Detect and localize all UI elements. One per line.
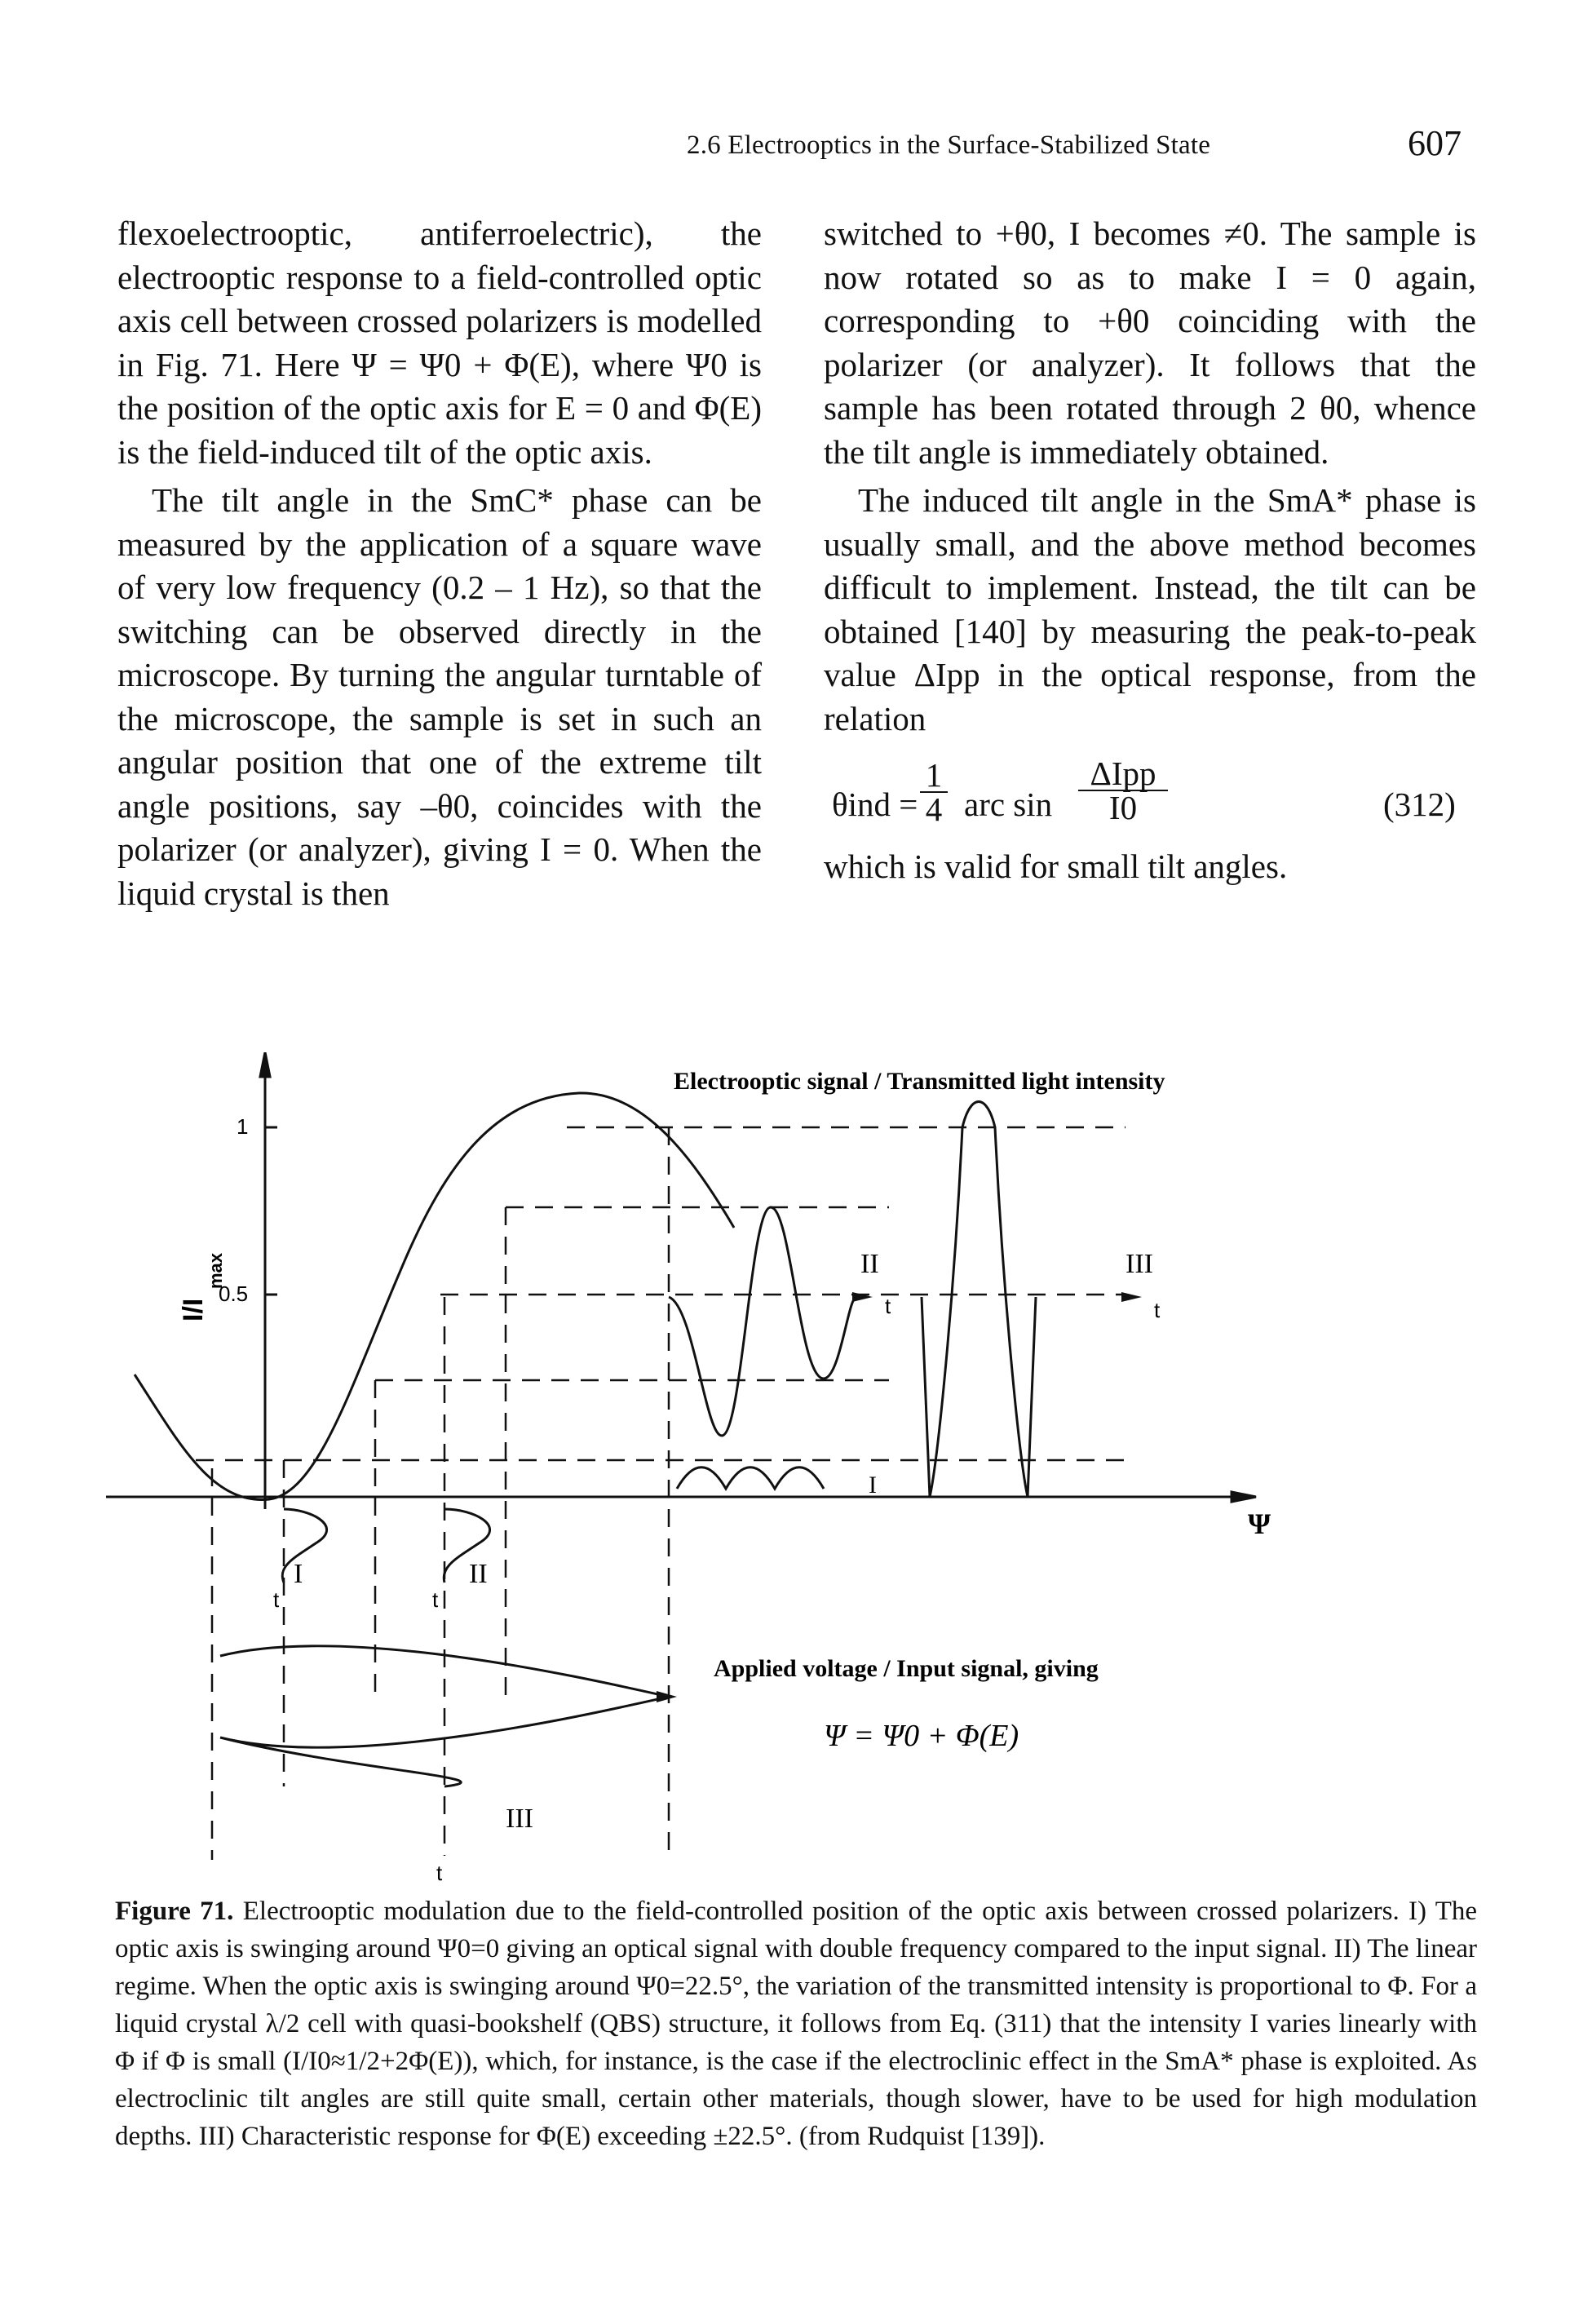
figure-caption: Figure 71. Electrooptic modulation due t… xyxy=(115,1892,1477,2155)
right-paragraph-1: switched to +θ0, I becomes ≠0. The sampl… xyxy=(824,215,1476,471)
left-column: flexoelectrooptic, antiferroelectric), t… xyxy=(117,212,762,915)
y-tick-1-label: 1 xyxy=(237,1114,248,1139)
equation-312: θind = 1 4 arc sin ΔIpp I0 (312) xyxy=(824,741,1476,845)
output-signal-III xyxy=(920,1100,1037,1498)
x-axis-symbol: Ψ xyxy=(1248,1507,1271,1540)
output-signal-I xyxy=(675,1466,825,1492)
region-label-I-output: I xyxy=(869,1472,877,1498)
input-signal-I xyxy=(281,1507,328,1583)
running-head: 2.6 Electrooptics in the Surface-Stabili… xyxy=(687,131,1211,160)
fraction-delta-i: ΔIpp I0 xyxy=(1078,755,1168,825)
fraction-denominator: I0 xyxy=(1078,790,1168,825)
region-label-II: II xyxy=(860,1249,879,1279)
input-signal-II xyxy=(442,1507,491,1583)
output-signal-II xyxy=(668,1206,858,1437)
y-axis-label: I/I xyxy=(178,1299,209,1321)
time-label-III: t xyxy=(1154,1298,1161,1322)
top-label: Electrooptic signal / Transmitted light … xyxy=(674,1068,1165,1095)
fraction-numerator: ΔIpp xyxy=(1090,755,1156,792)
y-tick-05-label: 0.5 xyxy=(219,1282,248,1306)
right-paragraph-3: which is valid for small tilt angles. xyxy=(824,848,1288,885)
formula-label: Ψ = Ψ0 + Φ(E) xyxy=(824,1719,1019,1753)
region-label-III-input: III xyxy=(506,1804,533,1834)
arcsin-text: arc sin xyxy=(964,786,1053,823)
fraction-denominator: 4 xyxy=(920,791,948,826)
page-number: 607 xyxy=(1408,123,1462,163)
region-label-II-input: II xyxy=(469,1559,488,1589)
region-label-III: III xyxy=(1125,1249,1153,1279)
x-axis-arrow xyxy=(1230,1490,1257,1503)
fraction-one-quarter: 1 4 xyxy=(920,759,948,826)
left-paragraph-1: flexoelectrooptic, antiferroelectric), t… xyxy=(117,215,762,471)
right-paragraph-2: The induced tilt angle in the SmA* phase… xyxy=(824,481,1476,737)
fraction-numerator: 1 xyxy=(925,756,943,794)
y-axis-arrow xyxy=(259,1052,272,1078)
applied-voltage-label: Applied voltage / Input signal, giving xyxy=(714,1655,1099,1682)
y-axis-label-sub: max xyxy=(206,1252,226,1289)
caption-label: Figure 71. xyxy=(115,1897,234,1926)
time-label-I: t xyxy=(273,1587,280,1612)
time-label-II: t xyxy=(885,1294,891,1318)
figure-71-diagram: 1 0.5 I/I max Electrooptic signal / Tran… xyxy=(106,1052,1271,1884)
region-label-I: I xyxy=(294,1559,303,1589)
caption-text: Electrooptic modulation due to the field… xyxy=(115,1897,1478,2151)
page-header: 2.6 Electrooptics in the Surface-Stabili… xyxy=(0,122,1592,171)
equation-number: (312) xyxy=(1383,786,1456,823)
equation-lhs: θind = xyxy=(832,786,918,823)
input-signal-III xyxy=(219,1645,670,1788)
right-column: switched to +θ0, I becomes ≠0. The sampl… xyxy=(824,212,1476,889)
time-label-input-III: t xyxy=(436,1861,443,1884)
time-label-input-II: t xyxy=(432,1587,439,1612)
left-paragraph-2: The tilt angle in the SmC* phase can be … xyxy=(117,481,762,912)
transmission-curve xyxy=(133,1091,736,1501)
